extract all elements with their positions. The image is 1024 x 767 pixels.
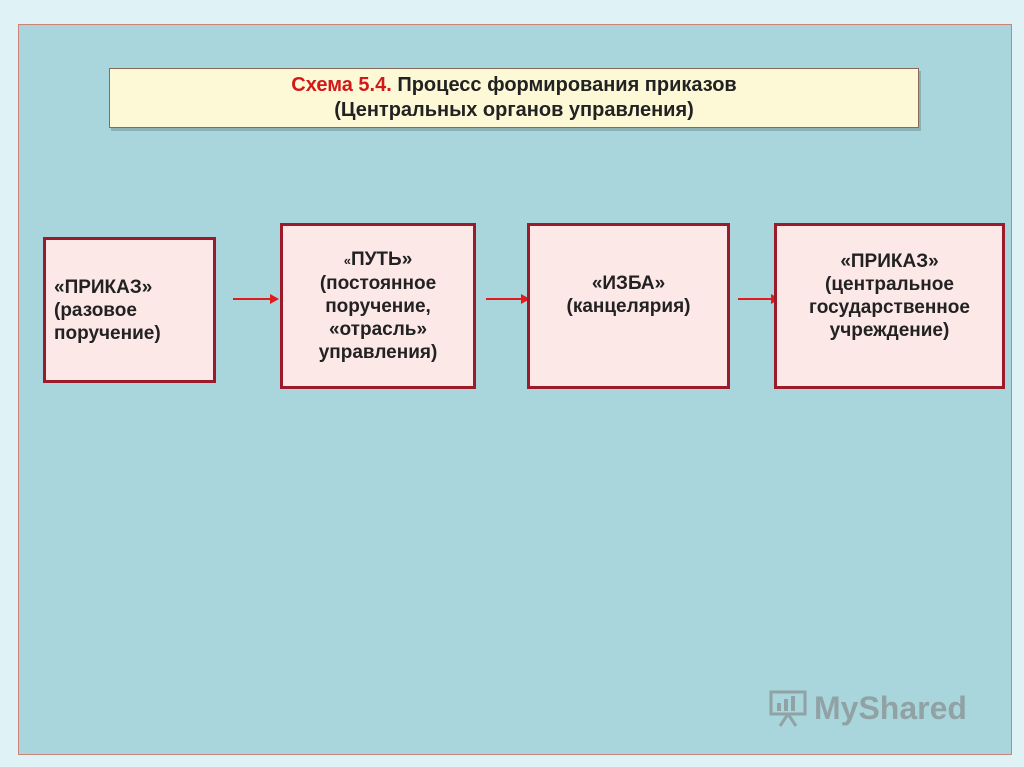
box-line: (центральное: [825, 274, 954, 295]
presentation-board-icon: [769, 690, 807, 727]
title-line-1-rest: Процесс формирования приказов: [391, 74, 737, 96]
box-prikaz-one-time: «ПРИКАЗ» (разовое поручение): [43, 237, 216, 383]
box-line: «ИЗБА»: [591, 273, 666, 294]
box-line: «ПУТЬ»: [343, 249, 413, 270]
title-prefix: Схема 5.4.: [291, 74, 392, 96]
title-line-1: Схема 5.4. Процесс формирования приказов: [291, 73, 736, 98]
slide: Схема 5.4. Процесс формирования приказов…: [18, 24, 1012, 755]
title-line-2: (Центральных органов управления): [334, 99, 694, 121]
box-izba: «ИЗБА» (канцелярия): [527, 223, 730, 389]
box-line: «ПРИКАЗ»: [840, 251, 939, 272]
watermark-text: MyShared: [814, 689, 967, 726]
box-line: (постоянное: [319, 273, 437, 294]
box-line: управления): [318, 342, 438, 363]
box-line: государственное: [809, 297, 970, 318]
box-line: (разовое: [54, 299, 137, 321]
box-line: поручение,: [325, 296, 431, 317]
box-put: «ПУТЬ» (постоянное поручение, «отрасль» …: [280, 223, 476, 389]
box-line: (канцелярия): [566, 296, 691, 317]
box-line: поручение): [54, 322, 161, 344]
arrow-3-to-4: [738, 294, 780, 304]
box-line: учреждение): [829, 320, 950, 341]
box-line: «ПРИКАЗ»: [54, 276, 153, 298]
arrow-2-to-3: [486, 294, 530, 304]
diagram-title: Схема 5.4. Процесс формирования приказов…: [109, 68, 919, 128]
watermark: MyShared: [768, 686, 967, 730]
box-prikaz-central: «ПРИКАЗ» (центральное государственное уч…: [774, 223, 1005, 389]
arrow-1-to-2: [233, 294, 279, 304]
box-line: «отрасль»: [328, 319, 428, 340]
